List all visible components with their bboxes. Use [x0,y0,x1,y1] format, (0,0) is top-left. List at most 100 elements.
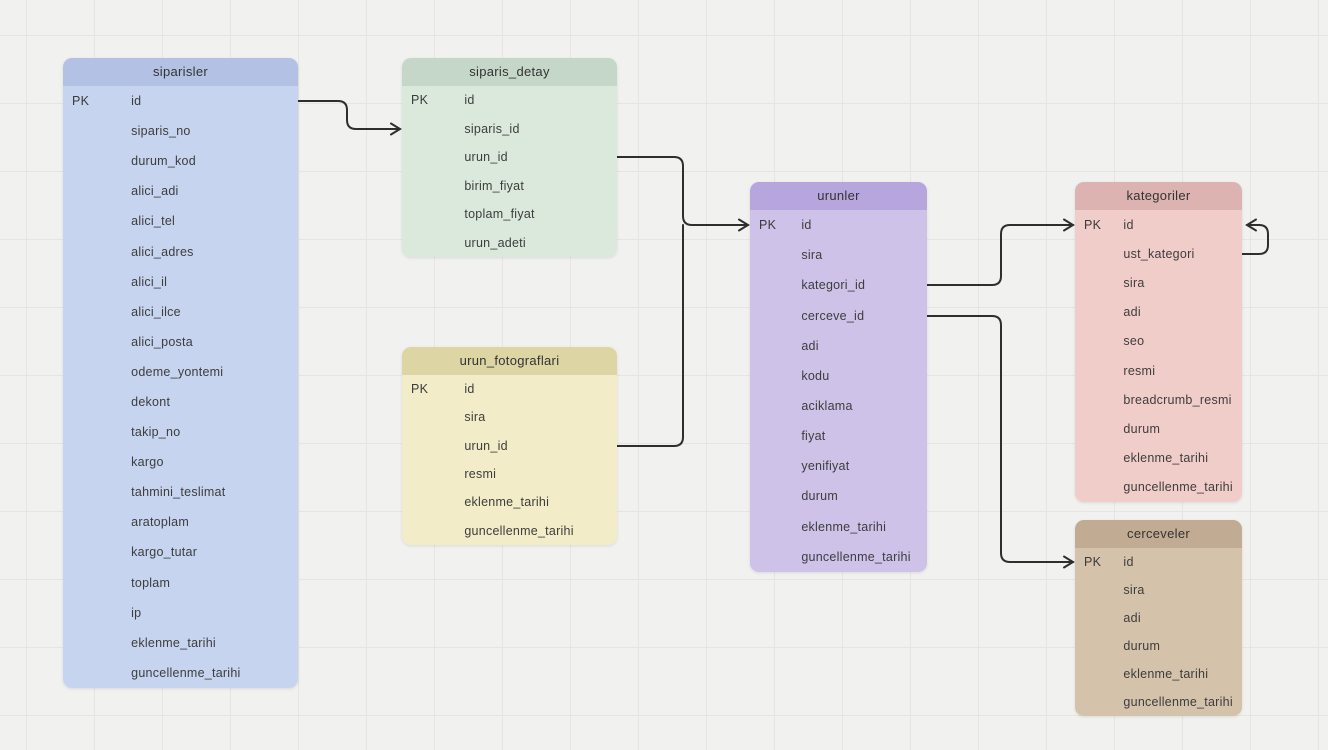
field-row-cerceveler-guncellenme_tarihi[interactable]: guncellenme_tarihi [1075,688,1242,716]
field-row-siparis_detay-toplam_fiyat[interactable]: toplam_fiyat [402,200,617,229]
field-name: id [1123,555,1134,569]
field-row-cerceveler-eklenme_tarihi[interactable]: eklenme_tarihi [1075,660,1242,688]
field-row-urunler-kategori_id[interactable]: kategori_id [750,270,927,300]
field-row-urun_fotograflari-guncellenme_tarihi[interactable]: guncellenme_tarihi [402,517,617,545]
field-row-siparisler-aratoplam[interactable]: aratoplam [63,507,298,537]
field-row-urun_fotograflari-sira[interactable]: sira [402,403,617,431]
table-header-siparisler[interactable]: siparisler [63,58,298,86]
field-name: seo [1123,334,1145,349]
field-row-siparisler-alici_ilce[interactable]: alici_ilce [63,297,298,327]
field-row-urunler-fiyat[interactable]: fiyat [750,421,927,451]
field-row-siparisler-alici_il[interactable]: alici_il [63,267,298,297]
field-row-siparis_detay-birim_fiyat[interactable]: birim_fiyat [402,172,617,201]
table-header-urunler[interactable]: urunler [750,182,927,210]
field-name: siparis_id [464,121,520,136]
table-header-siparis_detay[interactable]: siparis_detay [402,58,617,86]
field-row-urun_fotograflari-eklenme_tarihi[interactable]: eklenme_tarihi [402,488,617,516]
field-row-kategoriler-breadcrumb_resmi[interactable]: breadcrumb_resmi [1075,385,1242,414]
field-row-siparisler-alici_tel[interactable]: alici_tel [63,206,298,236]
field-row-cerceveler-durum[interactable]: durum [1075,632,1242,660]
field-name: siparis_no [131,124,191,139]
field-row-siparisler-eklenme_tarihi[interactable]: eklenme_tarihi [63,628,298,658]
table-header-cerceveler[interactable]: cerceveler [1075,520,1242,548]
field-row-siparisler-dekont[interactable]: dekont [63,387,298,417]
field-name: toplam [131,575,171,590]
field-row-siparisler-siparis_no[interactable]: siparis_no [63,116,298,146]
field-row-urunler-aciklama[interactable]: aciklama [750,391,927,421]
field-row-kategoriler-ust_kategori[interactable]: ust_kategori [1075,239,1242,268]
relationship-siparis_detay.urun_id-to-urunler.id[interactable] [616,156,750,232]
field-row-kategoriler-adi[interactable]: adi [1075,298,1242,327]
field-row-cerceveler-sira[interactable]: sira [1075,576,1242,604]
field-name: id [464,382,475,397]
field-row-urunler-yenifiyat[interactable]: yenifiyat [750,451,927,481]
relationship-urun_fotograflari.urun_id-to-urunler.id[interactable] [616,224,684,447]
relationship-urunler.cerceve_id-to-cerceveler.id[interactable] [926,315,1075,569]
field-row-urun_fotograflari-resmi[interactable]: resmi [402,460,617,488]
field-row-siparisler-alici_adi[interactable]: alici_adi [63,176,298,206]
field-row-siparisler-alici_adres[interactable]: alici_adres [63,236,298,266]
field-row-kategoriler-durum[interactable]: durum [1075,414,1242,443]
field-row-siparisler-toplam[interactable]: toplam [63,568,298,598]
field-row-siparisler-durum_kod[interactable]: durum_kod [63,146,298,176]
field-row-cerceveler-adi[interactable]: adi [1075,604,1242,632]
field-row-urunler-durum[interactable]: durum [750,481,927,511]
field-row-siparis_detay-urun_adeti[interactable]: urun_adeti [402,229,617,258]
field-row-urunler-eklenme_tarihi[interactable]: eklenme_tarihi [750,512,927,542]
field-row-siparisler-tahmini_teslimat[interactable]: tahmini_teslimat [63,477,298,507]
field-row-urunler-adi[interactable]: adi [750,331,927,361]
field-name: durum [1123,639,1161,653]
table-header-kategoriler[interactable]: kategoriler [1075,182,1242,210]
table-header-urun_fotograflari[interactable]: urun_fotograflari [402,347,617,375]
field-row-kategoriler-guncellenme_tarihi[interactable]: guncellenme_tarihi [1075,473,1242,502]
field-row-siparis_detay-urun_id[interactable]: urun_id [402,143,617,172]
field-row-urunler-sira[interactable]: sira [750,240,927,270]
field-row-urunler-kodu[interactable]: kodu [750,361,927,391]
field-row-siparisler-ip[interactable]: ip [63,598,298,628]
field-row-urun_fotograflari-urun_id[interactable]: urun_id [402,432,617,460]
field-row-siparisler-alici_posta[interactable]: alici_posta [63,327,298,357]
field-name: yenifiyat [801,459,850,474]
relationship-urunler.kategori_id-to-kategoriler.id[interactable] [926,218,1075,286]
field-row-kategoriler-sira[interactable]: sira [1075,268,1242,297]
field-name: resmi [1123,363,1156,378]
relationship-siparisler.id-to-siparis_detay.siparis_id[interactable] [297,100,402,136]
field-row-urunler-guncellenme_tarihi[interactable]: guncellenme_tarihi [750,542,927,572]
field-name: sira [464,410,486,425]
field-row-siparis_detay-siparis_id[interactable]: siparis_id [402,115,617,144]
relationship-kategoriler.ust_kategori-to-kategoriler.id[interactable] [1241,218,1269,255]
field-name: dekont [131,394,171,409]
field-name: urun_id [464,150,508,165]
field-name: ust_kategori [1123,246,1195,261]
field-row-siparisler-odeme_yontemi[interactable]: odeme_yontemi [63,357,298,387]
field-row-kategoriler-eklenme_tarihi[interactable]: eklenme_tarihi [1075,444,1242,473]
field-row-siparisler-takip_no[interactable]: takip_no [63,417,298,447]
field-name: id [801,218,812,233]
field-row-siparisler-guncellenme_tarihi[interactable]: guncellenme_tarihi [63,658,298,688]
field-name: guncellenme_tarihi [1123,695,1233,709]
field-row-siparisler-kargo_tutar[interactable]: kargo_tutar [63,537,298,567]
field-row-urunler-cerceve_id[interactable]: cerceve_id [750,300,927,330]
field-row-kategoriler-resmi[interactable]: resmi [1075,356,1242,385]
field-row-siparisler-kargo[interactable]: kargo [63,447,298,477]
field-row-kategoriler-seo[interactable]: seo [1075,327,1242,356]
table-title: siparisler [152,64,208,79]
field-name: kargo [131,455,164,470]
